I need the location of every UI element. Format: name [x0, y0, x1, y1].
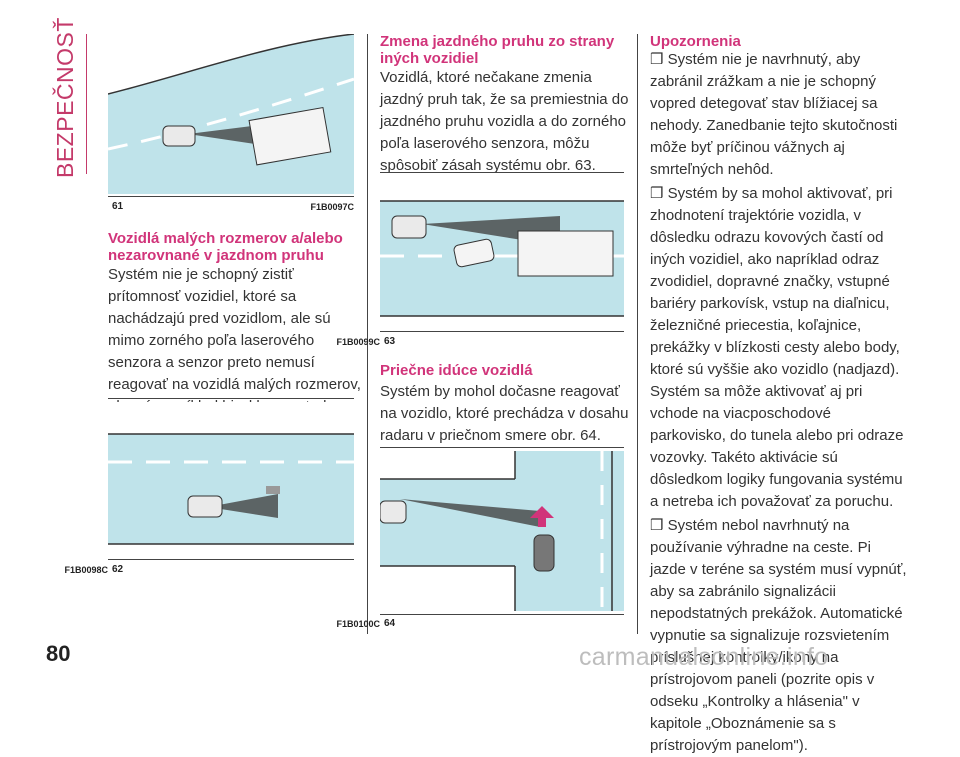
figure-63-number: 63: [384, 336, 396, 347]
figure-64-code: F1B0100C: [336, 619, 380, 629]
column-divider-1: [367, 34, 368, 634]
figure-63-top-rule: [380, 172, 624, 173]
figure-64-number: 64: [384, 618, 396, 629]
heading-warnings: Upozornenia: [650, 33, 741, 50]
figure-63-code: F1B0099C: [336, 337, 380, 347]
figure-61: 61 F1B0097C: [108, 34, 354, 212]
figure-62-code: F1B0098C: [64, 565, 108, 575]
heading-crossing-vehicles: Priečne idúce vozidlá: [380, 362, 533, 379]
page-number: 80: [46, 641, 71, 666]
figure-63-illustration: [380, 176, 624, 326]
warning-item-2: ❒ Systém by sa mohol aktivovať, pri zhod…: [650, 185, 904, 510]
paragraph-crossing-vehicles: Systém by mohol dočasne reagovať na vozi…: [380, 383, 629, 444]
heading-small-vehicles: Vozidlá malých rozmerov a/alebo nezarovn…: [108, 230, 343, 264]
figure-64-top-rule: [380, 447, 624, 448]
figure-61-number: 61: [112, 201, 124, 212]
figure-62-number: 62: [112, 564, 124, 575]
figure-62-illustration: [108, 402, 354, 554]
column-divider-2: [637, 34, 638, 634]
figure-63-rule: [380, 331, 624, 332]
figure-62-rule: [108, 559, 354, 560]
figure-61-code: F1B0097C: [310, 202, 354, 212]
figure-61-illustration: [108, 34, 354, 194]
figure-64-illustration: [380, 451, 624, 611]
warning-item-3: ❒ Systém nebol navrhnutý na používanie v…: [650, 517, 907, 754]
figure-61-rule: [108, 196, 354, 197]
figure-62-top-rule: [108, 398, 354, 399]
figure-64-rule: [380, 614, 624, 615]
watermark: carmanualsonline.info: [579, 643, 829, 671]
warning-item-1: ❒ Systém nie je navrhnutý, aby zabránil …: [650, 51, 898, 178]
heading-lane-change: Zmena jazdného pruhu zo strany iných voz…: [380, 33, 615, 67]
chapter-title-rule: [86, 34, 87, 174]
paragraph-lane-change: Vozidlá, ktoré nečakane zmenia jazdný pr…: [380, 69, 629, 174]
chapter-title: BEZPEČNOSŤ: [52, 17, 78, 178]
